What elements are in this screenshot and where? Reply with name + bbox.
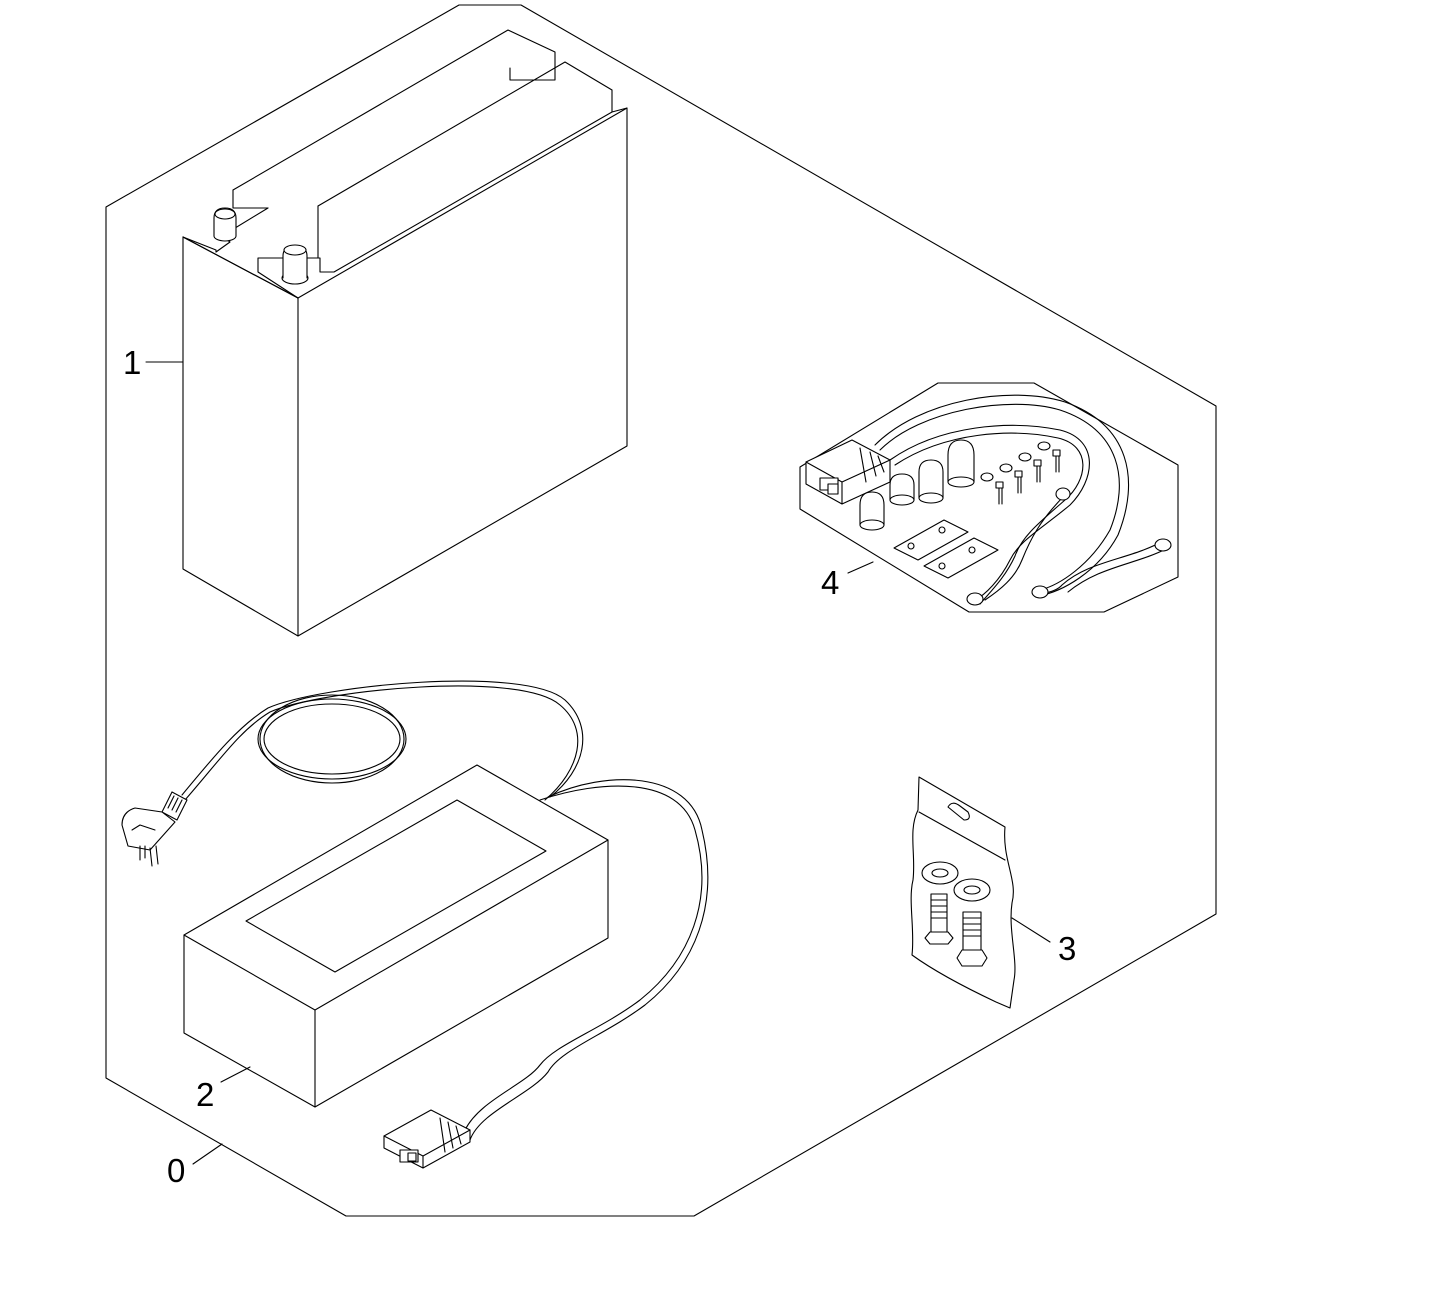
leader-line-2 — [220, 1066, 251, 1083]
leader-line-0 — [192, 1143, 223, 1165]
callout-2: 2 — [196, 1076, 215, 1113]
fastener-bag-part[interactable] — [910, 776, 1016, 1009]
leader-line-4 — [847, 561, 874, 574]
battery-terminal-right — [281, 244, 309, 285]
small-hardware-icons — [980, 441, 1061, 505]
callout-4: 4 — [821, 564, 840, 601]
callout-0: 0 — [167, 1152, 186, 1189]
battery-terminal-left — [213, 207, 237, 242]
charger-part[interactable] — [121, 680, 709, 1169]
battery-part[interactable] — [182, 29, 628, 637]
kit-boundary-outline — [105, 4, 1217, 1217]
mains-plug-icon — [121, 791, 188, 867]
leader-line-3 — [1011, 917, 1051, 943]
charger-connector-icon — [383, 1109, 471, 1169]
callout-3: 3 — [1058, 930, 1077, 967]
callout-1: 1 — [123, 344, 142, 381]
connection-kit-part[interactable] — [799, 382, 1179, 613]
